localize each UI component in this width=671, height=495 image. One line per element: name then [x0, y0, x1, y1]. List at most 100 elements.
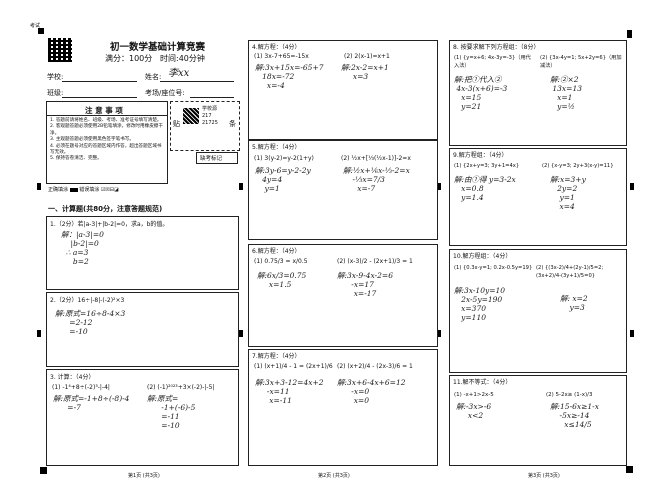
registration-mark [437, 183, 441, 190]
school-label: 学校: [47, 73, 64, 81]
registration-mark [627, 30, 632, 38]
registration-mark [40, 467, 47, 474]
student-name[interactable]: 李xx [168, 68, 190, 79]
notice-item: 2. 客观题答题必须使用2B铅笔填涂，修改时用橡皮擦干净。 [50, 124, 163, 136]
question-10-answer-2: 解: x=2 y=3 [560, 294, 588, 312]
section1-title: 一、计算题(共80分，注意答题规范) [48, 205, 163, 213]
question-9-answer-1: 解:由①得 y=3-2x x=0.8 y=1.4 [454, 175, 516, 202]
notice-divider [47, 115, 167, 116]
notice-item: 4. 必须在题号对应的答题区域内作答，超出答题区域书写无效。 [50, 143, 162, 156]
registration-mark [630, 330, 634, 337]
filled-mark [69, 187, 78, 192]
question-9-sub2: (2) {x-y=3; 2y+3(x-y)=11} [542, 163, 614, 169]
question-8-sub1: (1) {y=x+6; 4x-3y=-3}（用代入法） [454, 55, 531, 69]
absent-mark-box[interactable]: 缺考标记 [196, 152, 238, 164]
question-5-sub2: (2) ½x+[⅓(½x-1)]-2=x [341, 155, 411, 162]
exam-no-label: 考场/座位号: [145, 89, 185, 97]
notice-list: 1. 答题前请将姓名、班级、考场、准考证号填写清楚。 2. 客观题答题必须使用2… [50, 118, 164, 163]
sticker-label-left: 贴 [173, 120, 180, 128]
question-11-box[interactable]: 11.解不等式：（4分） (1) -x+1>2x-5 (2) 5-2x≥ (1-… [449, 375, 627, 466]
question-4-sub2: (2) 2(x-1)=x+1 [344, 53, 390, 60]
question-9-label: 9.解方程组：（4分） [453, 152, 508, 159]
question-5-box[interactable]: 5.解方程：（4分） (1) 3(y-2)=y-2(1+y) (2) ½x+[⅓… [248, 140, 438, 240]
question-11-answer-2: 解:15-6x≥1-x -5x≥-14 x≤14/5 [550, 402, 599, 429]
question-5-sub1: (1) 3(y-2)=y-2(1+y) [254, 155, 314, 162]
registration-mark [630, 183, 634, 190]
question-7-answer-2: 解:3x+6-4x+6=12 -x=0 x=0 [337, 378, 406, 405]
question-3-label: 3. 计算：（4分） [50, 374, 95, 381]
wrong-marks: ☑☒⊟◪ [100, 187, 119, 193]
registration-mark [38, 28, 44, 34]
question-7-sub2: (2) (x+2)/4 - (2x-3)/6 = 1 [337, 363, 413, 370]
qr-code [48, 38, 72, 62]
question-3-sub2: (2) (-1)²⁰²³+3×(-2)-|-5| [147, 384, 215, 391]
question-11-answer-1: 解:-3x>-6 x<2 [456, 402, 492, 420]
registration-mark [239, 183, 243, 190]
notice-title: 注 意 事 项 [85, 106, 123, 115]
question-7-label: 7.解方程：（4分） [252, 353, 301, 360]
question-10-box[interactable]: 10.解方程组：（4分） (1) {0.3x-y=1; 0.2x-0.5y=19… [449, 249, 627, 373]
question-1-answer: 解：|a-3|=0 |b-2|=0 ∴ a=3 b=2 [61, 230, 104, 266]
question-5-answer-1: 解:3y-6=y-2-2y 4y=4 y=1 [255, 166, 311, 193]
notice-item: 3. 主观题答题必须使用黑色签字笔书写。 [50, 137, 134, 143]
question-11-sub1: (1) -x+1>2x-5 [454, 392, 494, 398]
notice-box: 注 意 事 项 1. 答题前请将姓名、班级、考场、准考证号填写清楚。 2. 客观… [46, 101, 168, 184]
question-6-sub1: (1) 0.75/3 = x/0.5 [254, 258, 308, 265]
question-6-label: 6.解方程：（4分） [252, 248, 301, 255]
question-6-box[interactable]: 6.解方程：（4分） (1) 0.75/3 = x/0.5 (2) (x-3)/… [248, 244, 438, 347]
page-1-footer: 第1页 (共3页) [128, 473, 160, 479]
question-9-sub1: (1) {2x+y=3; 3y+1=4x} [454, 163, 520, 169]
corner-mark: 考试 [30, 23, 41, 29]
question-8-box[interactable]: 8. 按要求解下列方程组：（8分） (1) {y=x+6; 4x-3y=-3}（… [449, 40, 627, 146]
sticker-qr-code [183, 108, 199, 124]
question-2-box[interactable]: 2.（2分）16÷|-8|-(-2)²×3 解:原式=16÷8-4×3 =2-1… [46, 292, 239, 367]
question-4-answer-1: 解:3x+15x=-65+7 18x=-72 x=-4 [255, 63, 324, 90]
question-10-sub1: (1) {0.3x-y=1; 0.2x-0.5y=19} [454, 265, 533, 271]
question-8-sub2: (2) {3x-4y=1; 5x+2y=6}（用加减法） [540, 55, 622, 69]
question-10-sub2: (2) {(3x-2)/4+(2y-1)/5=2; (3x+2)/4-(3y+1… [536, 265, 604, 279]
question-10-answer-1: 解:3x-10y=10 2x-5y=190 x=370 y=110 [454, 286, 506, 322]
question-7-box[interactable]: 7.解方程：（4分） (1) (x+1)/4 - 1 = (2x+1)/6 (2… [248, 349, 438, 466]
notice-item: 5. 保持答卷清洁、完整。 [50, 156, 102, 162]
name-label: 姓名: [145, 73, 162, 81]
sticker-codes: 学校源 217 21725 [202, 106, 218, 126]
question-5-answer-2: 解:½x+⅙x-⅓-2=x -⅓x=7/3 x=-7 [343, 166, 410, 193]
page-3-footer: 第3页 (共3页) [528, 473, 560, 479]
registration-mark [239, 330, 243, 337]
question-3-answer-2: 解:原式= -1+(-6)-5 =-11 =-10 [147, 394, 196, 430]
notice-item: 1. 答题前请将姓名、班级、考场、准考证号填写清楚。 [50, 118, 162, 123]
question-4-sub1: (1) 3x-7+65=-15x [254, 53, 309, 60]
exam-title: 初一数学基础计算竞赛 [110, 42, 206, 53]
class-label: 班级: [47, 89, 64, 97]
question-2-label: 2.（2分）16÷|-8|-(-2)²×3 [50, 297, 125, 304]
registration-mark [37, 330, 41, 337]
question-8-label: 8. 按要求解下列方程组：（8分） [453, 44, 540, 51]
registration-mark [626, 466, 633, 473]
question-9-box[interactable]: 9.解方程组：（4分） (1) {2x+y=3; 3y+1=4x} (2) {x… [449, 148, 627, 246]
question-3-box[interactable]: 3. 计算：（4分） (1) -1⁴+8÷(-2)³-|-4| (2) (-1)… [46, 369, 239, 466]
exam-no-line [190, 97, 234, 98]
question-4-answer-2: 解:2x-2=x+1 x=3 [341, 63, 389, 81]
question-4-label: 4.解方程：（4分） [252, 44, 301, 51]
registration-mark [37, 183, 41, 190]
question-6-answer-1: 解:6x/3=0.75 x=1.5 [257, 271, 307, 289]
class-line [62, 97, 137, 98]
question-5-label: 5.解方程：（4分） [252, 144, 301, 151]
name-line [160, 81, 234, 82]
question-7-sub1: (1) (x+1)/4 - 1 = (2x+1)/6 [254, 363, 333, 370]
registration-mark [437, 330, 441, 337]
question-3-sub1: (1) -1⁴+8÷(-2)³-|-4| [52, 384, 110, 391]
question-2-answer: 解:原式=16÷8-4×3 =2-12 =-10 [55, 309, 126, 336]
question-1-box[interactable]: 1.（2分）若|a-3|+|b-2|=0，求a，b的值。 解：|a-3|=0 |… [46, 216, 239, 290]
question-8-answer-1: 解:把①代入② 4x-3(x+6)=-3 x=15 y=21 [454, 75, 508, 111]
question-4-box[interactable]: 4.解方程：（4分） (1) 3x-7+65=-15x (2) 2(x-1)=x… [248, 40, 438, 140]
school-line [62, 81, 137, 82]
question-11-sub2: (2) 5-2x≥ (1-x)/3 [546, 392, 593, 398]
question-9-answer-2: 解:x=3+y 2y=2 y=1 x=4 [550, 175, 586, 211]
question-8-answer-2: 解:②×2 13x=13 x=1 y=½ [550, 75, 582, 111]
fill-example: 正确填涂 错误填涂 ☑☒⊟◪ [48, 187, 119, 193]
question-11-label: 11.解不等式：（4分） [453, 379, 512, 386]
barcode-sticker-area: 贴 条 学校源 217 21725 [170, 101, 240, 151]
question-7-answer-1: 解:3x+3-12=4x+2 -x=11 x=-11 [255, 378, 324, 405]
